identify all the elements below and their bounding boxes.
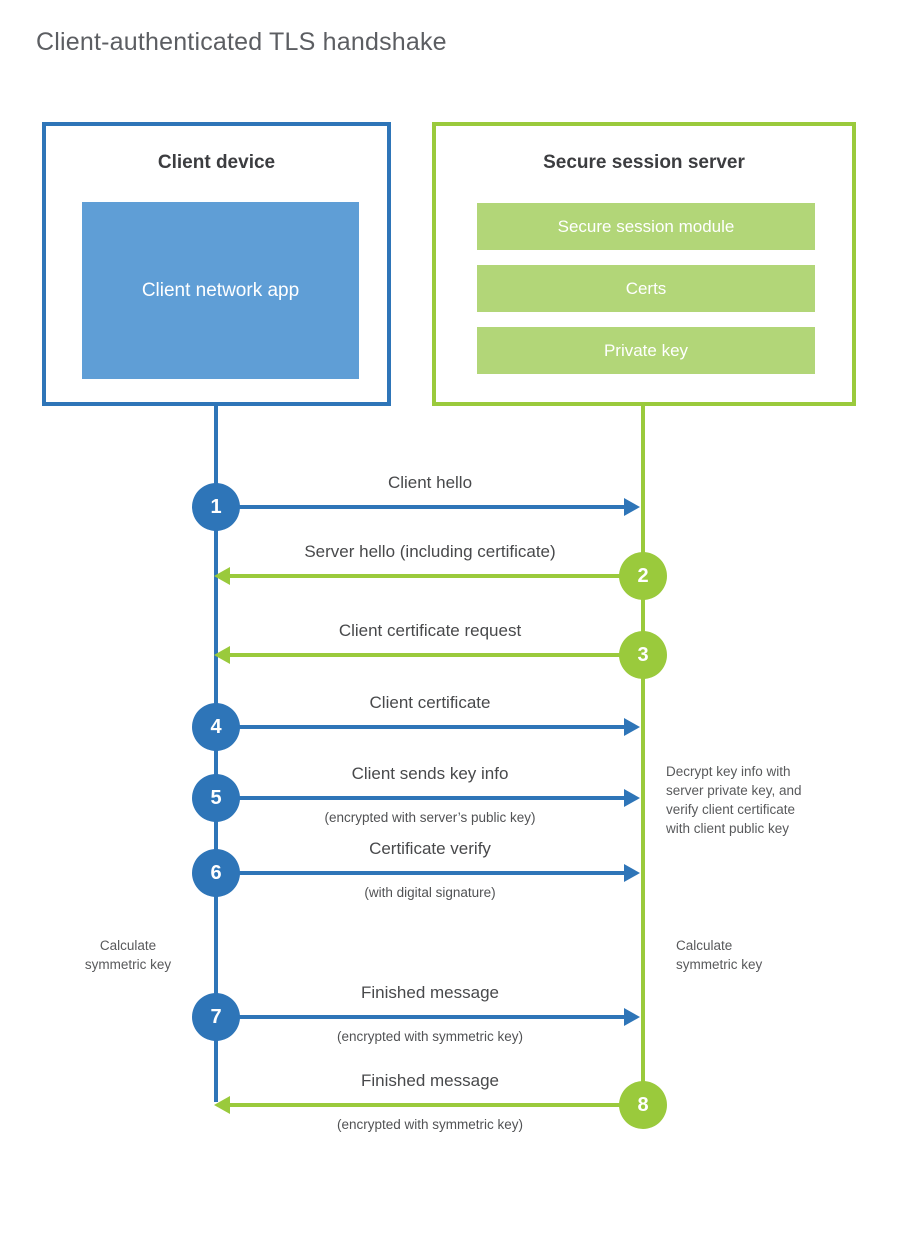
step-number: 5 — [210, 786, 222, 809]
module-private-key: Private key — [477, 327, 815, 374]
page-title: Client-authenticated TLS handshake — [36, 28, 447, 56]
client-lifeline — [214, 406, 218, 1102]
step-1-circle: 1 — [192, 483, 240, 531]
step-6-label: Certificate verify — [369, 839, 491, 858]
server-lifeline — [641, 406, 645, 1128]
step-2-arrow-line — [230, 574, 643, 578]
step-8-arrow-line — [230, 1103, 643, 1107]
arrow-right-icon — [624, 864, 640, 882]
arrow-left-icon — [214, 1096, 230, 1114]
step-5-arrow-line — [216, 796, 624, 800]
decrypt-key-note: Decrypt key info with server private key… — [666, 764, 802, 836]
step-6-circle: 6 — [192, 849, 240, 897]
step-8-circle: 8 — [619, 1081, 667, 1129]
module-private-key-label: Private key — [603, 340, 689, 360]
step-7-arrow-line — [216, 1015, 624, 1019]
server-box: Secure session server Secure session mod… — [432, 122, 856, 406]
step-7-label: Finished message — [361, 983, 499, 1002]
step-number: 6 — [210, 861, 222, 884]
calc-symmetric-key-server: Calculate symmetric key — [676, 938, 763, 972]
step-5-label: Client sends key info — [351, 764, 509, 783]
module-secure-session-label: Secure session module — [557, 216, 735, 236]
client-device-box: Client device Client network app — [42, 122, 391, 406]
step-number: 3 — [637, 643, 649, 666]
step-4-circle: 4 — [192, 703, 240, 751]
step-7-sublabel: (encrypted with symmetric key) — [336, 1029, 524, 1044]
module-certs-label: Certs — [625, 278, 667, 298]
client-network-app-label: Client network app — [141, 279, 300, 301]
step-3-arrow-line — [230, 653, 643, 657]
step-number: 2 — [637, 564, 649, 587]
step-number: 8 — [637, 1093, 649, 1116]
step-5-sublabel: (encrypted with server’s public key) — [324, 810, 536, 825]
arrow-right-icon — [624, 789, 640, 807]
arrow-right-icon — [624, 1008, 640, 1026]
arrow-left-icon — [214, 646, 230, 664]
arrow-left-icon — [214, 567, 230, 585]
calc-symmetric-key-client: Calculate symmetric key — [84, 938, 172, 972]
step-5-circle: 5 — [192, 774, 240, 822]
arrow-right-icon — [624, 498, 640, 516]
step-2-circle: 2 — [619, 552, 667, 600]
step-2-label: Server hello (including certificate) — [304, 542, 556, 561]
step-8-label: Finished message — [361, 1071, 499, 1090]
step-number: 7 — [210, 1005, 222, 1028]
arrow-right-icon — [624, 718, 640, 736]
step-6-arrow-line — [216, 871, 624, 875]
step-number: 1 — [210, 495, 222, 518]
step-1-arrow-line — [216, 505, 624, 509]
module-secure-session: Secure session module — [477, 203, 815, 250]
step-4-label: Client certificate — [369, 693, 491, 712]
module-certs: Certs — [477, 265, 815, 312]
step-3-label: Client certificate request — [338, 621, 522, 640]
step-6-sublabel: (with digital signature) — [364, 885, 496, 900]
client-network-app-box: Client network app — [82, 202, 359, 379]
step-3-circle: 3 — [619, 631, 667, 679]
client-device-title: Client device — [157, 152, 276, 173]
step-4-arrow-line — [216, 725, 624, 729]
step-7-circle: 7 — [192, 993, 240, 1041]
step-8-sublabel: (encrypted with symmetric key) — [336, 1117, 524, 1132]
server-title: Secure session server — [543, 152, 745, 173]
step-1-label: Client hello — [387, 473, 473, 492]
step-number: 4 — [210, 715, 222, 738]
